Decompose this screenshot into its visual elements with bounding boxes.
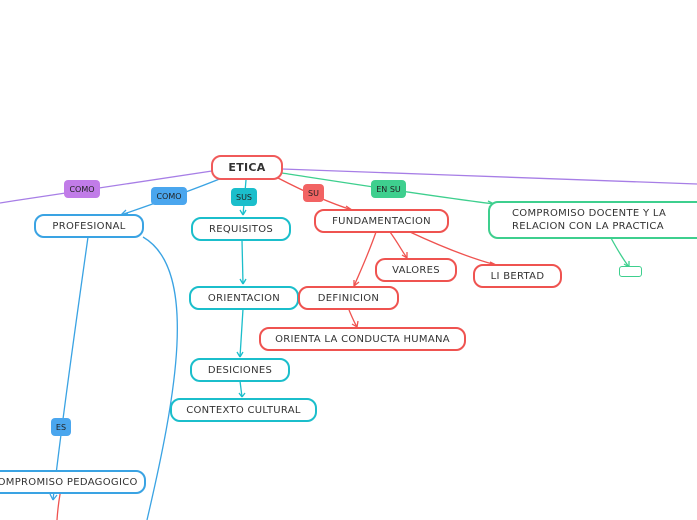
node-fundamentacion[interactable]: FUNDAMENTACION (314, 209, 449, 233)
connector-fundamentacion-valores (389, 231, 408, 259)
connector-etica-como-left (0, 170, 213, 204)
arrow-valores (401, 252, 408, 259)
link-label-es: ES (51, 418, 71, 436)
arrow-definicion (353, 280, 360, 287)
arrow-orientacion (239, 278, 247, 285)
connector-desiciones-contexto (239, 380, 243, 398)
arrow-es (49, 493, 58, 501)
connector-definicion-orienta (348, 309, 358, 328)
connector-compromiso-child (610, 237, 630, 268)
node-valores[interactable]: VALORES (375, 258, 457, 282)
connector-profesional-es (52, 236, 89, 501)
arrow-desiciones (236, 351, 244, 358)
connector-orientacion-desiciones (239, 308, 244, 358)
node-definicion[interactable]: DEFINICION (298, 286, 399, 310)
connector-requisitos-orientacion (241, 239, 244, 285)
link-label-como: COMO (151, 187, 187, 205)
node-contexto-cultural[interactable]: CONTEXTO CULTURAL (170, 398, 317, 422)
connector-fundamentacion-libertad (409, 231, 497, 266)
node-empty-child[interactable] (619, 266, 642, 277)
arrow-requisitos (239, 209, 247, 216)
node-compromiso-docente[interactable]: COMPROMISO DOCENTE Y LA RELACION CON LA … (488, 201, 697, 239)
arrow-orienta (351, 320, 359, 328)
link-label-como-left: COMO (64, 180, 100, 198)
arrow-contexto (238, 392, 246, 398)
link-label-su: SU (303, 184, 324, 202)
node-requisitos[interactable]: REQUISITOS (191, 217, 291, 241)
connector-etica-right-purple (281, 168, 697, 185)
link-label-sus: SUS (231, 188, 257, 206)
node-profesional[interactable]: PROFESIONAL (34, 214, 144, 238)
node-compromiso-pedagogico[interactable]: COMPROMISO PEDAGOGICO (0, 470, 146, 494)
node-etica[interactable]: ETICA (211, 155, 283, 180)
connector-profesional-down (142, 236, 178, 520)
node-desiciones[interactable]: DESICIONES (190, 358, 290, 382)
connector-fundamentacion-definicion (353, 231, 377, 287)
link-label-en-su: EN SU (371, 180, 406, 198)
node-orientacion[interactable]: ORIENTACION (189, 286, 299, 310)
node-orienta-conducta[interactable]: ORIENTA LA CONDUCTA HUMANA (259, 327, 466, 351)
node-libertad[interactable]: LI BERTAD (473, 264, 562, 288)
